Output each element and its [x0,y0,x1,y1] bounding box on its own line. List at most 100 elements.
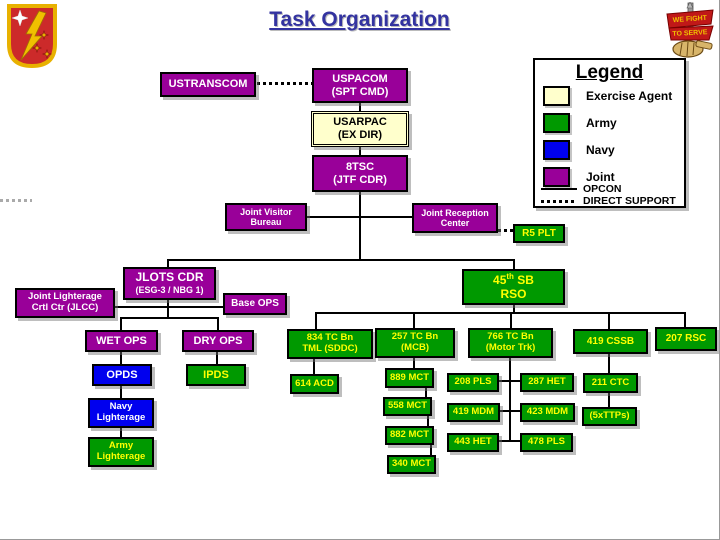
connector-drop-45sb [513,259,515,270]
connector-257-889mct [413,357,415,369]
node-base-ops: Base OPS [223,293,287,315]
node-ustranscom: USTRANSCOM [160,72,256,97]
node-45th-sb-rso: 45th SB RSO [462,269,565,305]
connector-drop-wetops [120,317,122,331]
connector-834-614acd [313,358,315,375]
node-sublabel: TML (SDDC) [302,343,358,354]
node-5xttps: (5xTTPs) [582,407,637,426]
node-label: 287 HET [528,376,566,388]
connector-drop-766 [510,312,512,329]
node-287-het: 287 HET [520,373,574,392]
node-sublabel: Lighterage [96,412,146,423]
connector-wet-dry-bar [120,317,219,319]
direct-support-line-sample [541,199,577,203]
node-label: 443 HET [454,436,492,448]
connector-drop-dryops [217,317,219,331]
node-sublabel: (EX DIR) [338,129,382,141]
node-label: Base OPS [231,298,279,310]
node-dry-ops: DRY OPS [182,330,254,352]
node-label: USTRANSCOM [168,78,248,91]
node-sublabel: (Motor Trk) [485,342,536,353]
connector-jlots-down [167,300,169,319]
connector-jlots-45sb-bar [167,259,515,261]
connector-419cssb-211ctc [608,354,610,374]
opcon-line-sample [541,188,577,190]
node-sublabel: Crtl Ctr (JLCC) [31,302,99,313]
connector-45sb-children-bar [315,312,686,314]
connector-row1-stub [498,380,521,382]
connector-558-882 [427,415,429,427]
node-8tsc: 8TSC (JTF CDR) [312,155,408,192]
node-opds: OPDS [92,364,152,386]
legend-item-joint: Joint [543,167,615,187]
connector-drop-207rsc [684,312,686,328]
connector-row3-stub [498,440,521,442]
node-label: USARPAC [333,116,387,129]
connector-uspacom-usarpac [359,102,361,112]
node-label: (5xTTPs) [589,410,630,422]
node-label: 419 CSSB [586,335,635,347]
node-label: Army [108,440,134,452]
node-label: IPDS [203,368,229,381]
node-label: Joint Reception [421,207,489,218]
connector-navy-armylighterage [120,428,122,438]
army-swatch [543,113,570,133]
connector-usarpac-8tsc [359,147,361,156]
node-army-lighterage: Army Lighterage [88,437,154,467]
node-340-mct: 340 MCT [387,455,436,474]
connector-drop-jlots [167,259,169,268]
node-419-mdm: 419 MDM [447,403,500,422]
node-jlcc: Joint Lighterage Crtl Ctr (JLCC) [15,288,115,318]
node-uspacom: USPACOM (SPT CMD) [312,68,408,103]
node-label: 340 MCT [391,458,432,470]
joint-swatch [543,167,570,187]
node-sublabel: (JTF CDR) [333,173,387,186]
node-sublabel: Center [440,218,470,228]
node-r5-plt: R5 PLT [513,224,565,243]
node-257-tc-bn: 257 TC Bn (MCB) [375,328,455,358]
node-label: JLOTS CDR [135,270,204,285]
node-label: 211 CTC [591,376,630,388]
node-423-mdm: 423 MDM [520,403,575,422]
legend-item-label: Army [586,116,617,130]
node-208-pls: 208 PLS [447,373,499,392]
connector-8tsc-trunk [359,192,361,260]
node-766-tc-bn: 766 TC Bn (Motor Trk) [468,328,553,358]
node-label: Navy [109,401,133,413]
node-sublabel: Bureau [250,217,282,227]
exercise-agent-swatch [543,86,570,106]
node-jlots-cdr: JLOTS CDR (ESG-3 / NBG 1) [123,267,216,300]
legend-item-label: Joint [586,170,615,184]
connector-drop-834 [315,312,317,330]
legend-line-label: OPCON [583,183,622,195]
legend-item-label: Exercise Agent [586,89,673,103]
unit-crest-icon: WE FIGHT TO SERVE [666,2,714,58]
legend-line-direct-support: DIRECT SUPPORT [541,195,676,207]
crest-motto-line2: TO SERVE [672,29,708,38]
node-sublabel: (MCB) [401,342,429,353]
node-ipds: IPDS [186,364,246,386]
connector-offslide-dotted [0,199,32,202]
legend-item-exercise-agent: Exercise Agent [543,86,672,106]
node-usarpac: USARPAC (EX DIR) [311,111,409,147]
node-navy-lighterage: Navy Lighterage [88,398,154,428]
connector-211ctc-5xttps [608,392,610,408]
node-label: 478 PLS [528,436,565,448]
node-sublabel: Lighterage [96,451,146,462]
node-419-cssb: 419 CSSB [573,329,648,354]
legend-item-navy: Navy [543,140,615,160]
node-label: 766 TC Bn [487,331,534,343]
node-label: 45th SB [493,272,534,288]
node-label: 419 MDM [452,406,495,418]
node-label: Joint Visitor [240,206,292,217]
node-label: 614 ACD [295,377,334,389]
node-label: 208 PLS [454,376,492,388]
connector-row2-stub [499,410,521,412]
legend-title: Legend [575,62,644,83]
node-207-rsc: 207 RSC [655,327,717,351]
node-label: 423 MDM [526,406,569,418]
node-label: 257 TC Bn [391,331,439,343]
connector-jrc-r5plt [498,229,514,232]
node-label: USPACOM [332,72,388,85]
